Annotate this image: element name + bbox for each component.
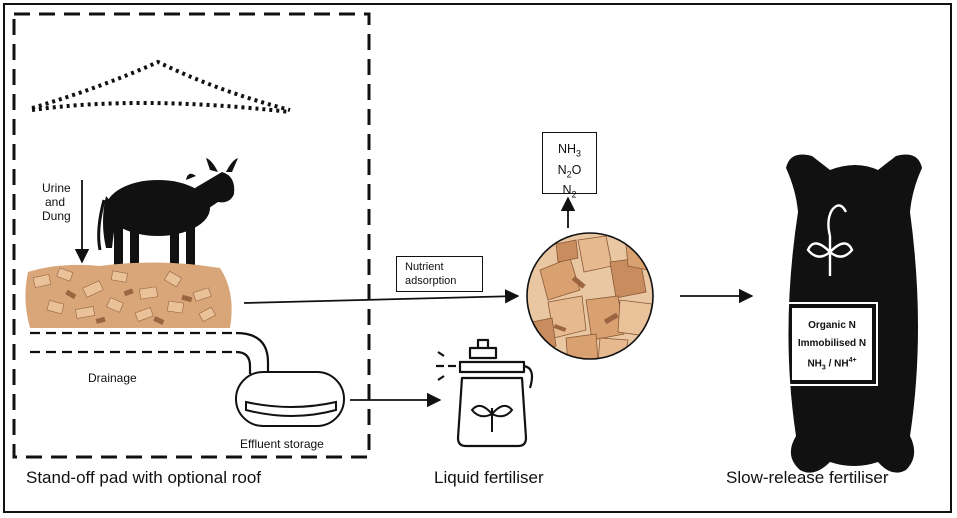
cow-icon bbox=[97, 158, 238, 270]
nutrient-adsorption-line: adsorption bbox=[405, 275, 457, 287]
gas-nitrogen: N2 bbox=[543, 182, 596, 203]
stand-off-pad-caption: Stand-off pad with optional roof bbox=[26, 468, 262, 487]
bag-label-ammonia: NH3 / NH4+ bbox=[792, 357, 872, 371]
pad-to-woodchips-arrow bbox=[243, 289, 520, 304]
bag-label-organic-n: Organic N bbox=[808, 320, 856, 331]
effluent-tank-icon bbox=[235, 371, 345, 427]
spray-bottle-icon bbox=[436, 338, 534, 448]
gas-ammonia-sub: 3 bbox=[576, 148, 582, 159]
bag-ammonia-sep: / NH bbox=[825, 358, 849, 370]
drainage-label: Drainage bbox=[88, 371, 137, 385]
effluent-storage-label: Effluent storage bbox=[240, 437, 324, 451]
bag-label-immobilised-n: Immobilised N bbox=[797, 338, 867, 349]
roof-outline-icon bbox=[31, 59, 291, 114]
gas-nitrogen-sub: 2 bbox=[571, 189, 577, 200]
gas-ammonia-base: NH bbox=[557, 142, 577, 156]
gas-nitrous-oxide-suffix: O bbox=[571, 162, 582, 177]
slow-release-caption: Slow-release fertiliser bbox=[726, 468, 889, 487]
liquid-fertiliser-caption: Liquid fertiliser bbox=[434, 468, 544, 487]
nutrient-adsorption-box: Nutrient adsorption bbox=[396, 256, 483, 292]
bag-ammonia-a: NH bbox=[807, 358, 822, 370]
gas-nitrous-oxide: N2O bbox=[543, 162, 596, 183]
bag-ammonia-a-sub: 3 bbox=[821, 364, 826, 372]
stand-off-pad-boundary bbox=[12, 12, 371, 459]
woodchip-pile-icon bbox=[25, 262, 232, 328]
gas-ammonia: NH3 bbox=[543, 141, 596, 162]
gas-nitrous-oxide-sub: 2 bbox=[566, 169, 572, 179]
gas-nitrogen-base: N bbox=[562, 183, 572, 197]
bag-label-panel: Organic N Immobilised N NH3 / NH4+ bbox=[786, 302, 878, 386]
urine-dung-line: Dung bbox=[42, 209, 71, 223]
gas-nitrous-oxide-base: N bbox=[557, 162, 567, 177]
woodchip-circle-icon bbox=[526, 232, 654, 360]
urine-dung-line: Urine bbox=[42, 181, 71, 195]
plant-sprout-icon bbox=[470, 404, 514, 432]
bag-ammonia-b-sup: 4+ bbox=[848, 357, 857, 364]
diagram-frame bbox=[3, 3, 952, 513]
gas-emissions-box: NH3 N2O N2 bbox=[542, 132, 597, 200]
nutrient-adsorption-line: Nutrient bbox=[405, 261, 444, 273]
drainage-pipe bbox=[30, 331, 270, 374]
urine-dung-line: and bbox=[45, 195, 66, 209]
urine-dung-label: Urine and Dung bbox=[42, 181, 71, 223]
